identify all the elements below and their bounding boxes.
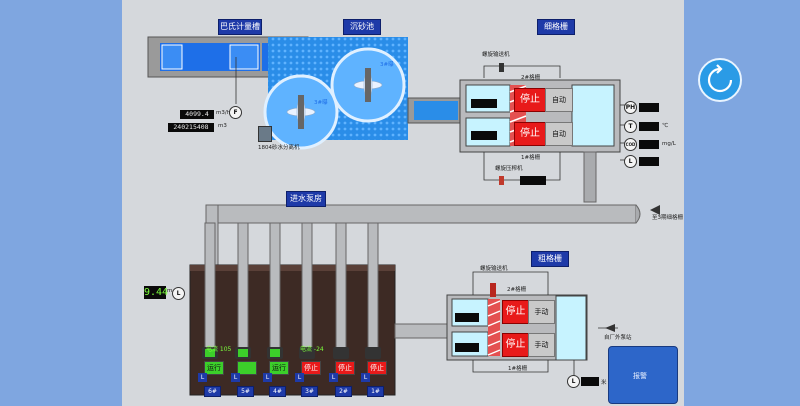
refresh-icon [707,64,733,93]
grit-blue-label-1: 3#曝 [380,62,394,68]
pump-2-level-label: L [329,373,338,382]
pump-1-state-button[interactable]: 停止 [367,361,387,375]
wet-well-level-readout: 9.44 [144,286,169,299]
pump-4-level-label: L [263,373,272,382]
pump-2-state-button[interactable]: 停止 [335,361,355,375]
pump-6-state-button[interactable]: 运行 [204,361,224,375]
coarse-1-mode-button[interactable]: 手动 [528,333,555,357]
flow-inst-readout: 4099.4 [180,110,214,119]
flow-total-unit: m3 [218,123,227,129]
fine-unit-bottom-label: 1#格栅 [521,155,541,161]
pump-4-state-button[interactable]: 运行 [269,361,289,375]
coarse-conveyor-label: 螺旋输送机 [480,266,508,272]
fine-2-stop-button[interactable]: 停止 [514,88,546,112]
ph-indicator[interactable]: PH [624,101,637,114]
level-indicator-fine[interactable]: L [624,155,637,168]
from-outside-pump-label: 自厂外泵站 [604,335,632,341]
fine-press-label: 螺旋压榨机 [495,166,523,172]
pump-3-level-label: L [295,373,304,382]
fine-readout-1 [471,99,497,108]
pump-current-label-2: 电流 -24 [300,346,324,353]
grit-title: 沉砂池 [343,19,381,35]
pump-4-number: 4# [269,386,286,397]
pump-5-level-label: L [231,373,240,382]
pump-6-level-label: L [198,373,207,382]
fine-2-mode-button[interactable]: 自动 [545,88,573,112]
ph-readout [639,103,659,112]
left-background [0,0,122,406]
fine-unit-top-label: 2#格栅 [521,75,541,81]
fine-screen-title: 细格栅 [537,19,575,35]
coarse-1-stop-button[interactable]: 停止 [502,333,529,357]
grit-blue-label-2: 3#曝 [314,100,328,106]
coarse-level-indicator[interactable]: L [567,375,580,388]
flow-total-readout: 240215408 [168,123,214,132]
flow-inst-unit: m3/h [216,110,231,116]
parshall-title: 巴氏计量槽 [218,19,262,35]
pump-current-label-1: 电流 105 [206,346,232,353]
pump-3-state-button[interactable]: 停止 [301,361,321,375]
pump-6-number: 6# [204,386,221,397]
alarm-label: 报警 [633,372,647,380]
cod-readout [639,140,659,149]
pump-3-number: 3# [301,386,318,397]
temp-readout [639,122,659,131]
coarse-readout-1 [455,313,479,322]
temp-unit: ℃ [662,123,669,129]
cod-indicator[interactable]: COD [624,138,637,151]
pump-5-state-button[interactable] [237,361,257,375]
coarse-2-mode-button[interactable]: 手动 [528,300,555,324]
refresh-button[interactable] [698,58,742,102]
pump-1-level-label: L [361,373,370,382]
coarse-unit-top-label: 2#格栅 [507,287,527,293]
cod-unit: mg/L [662,141,676,147]
fine-1-stop-button[interactable]: 停止 [514,122,546,146]
wet-well-level-unit: m [167,288,173,294]
temp-indicator[interactable]: T [624,120,637,133]
flow-indicator[interactable]: F [229,106,242,119]
coarse-readout-2 [455,343,479,352]
coarse-level-unit: 米 [601,380,607,386]
fine-1-mode-button[interactable]: 自动 [545,122,573,146]
coarse-level-readout [581,377,599,386]
fine-readout-2 [471,131,497,140]
inlet-pump-title: 进水泵房 [286,191,326,207]
separator-label: 1804砂水分离机 [258,145,300,151]
pump-5-number: 5# [237,386,254,397]
pump-2-number: 2# [335,386,352,397]
coarse-2-stop-button[interactable]: 停止 [502,300,529,324]
fine-conveyor-label: 螺旋输送机 [482,52,510,58]
level-readout-fine [639,157,659,166]
coarse-screen-title: 粗格栅 [531,251,569,267]
wet-well-level-indicator[interactable]: L [172,287,185,300]
pump-1-number: 1# [367,386,384,397]
to-phase3-label: 至3期细格栅 [652,215,683,221]
fine-readout-3 [520,176,546,185]
separator-box [258,126,272,142]
alarm-button[interactable]: 报警 [608,346,678,404]
coarse-unit-bottom-label: 1#格栅 [508,366,528,372]
